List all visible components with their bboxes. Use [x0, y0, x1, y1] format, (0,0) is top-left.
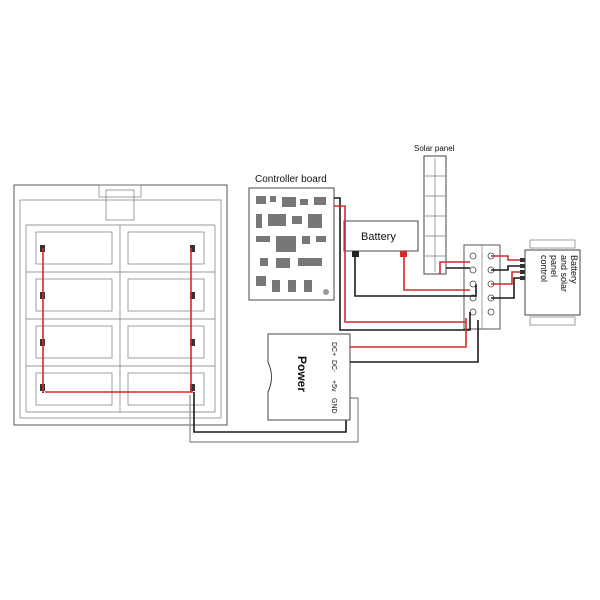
dc-plus-label: DC+	[330, 342, 337, 356]
power-supply: Power DC+ DC- +5v GND	[267, 333, 351, 421]
gnd-label: GND	[330, 398, 337, 414]
dc-minus-label: DC-	[330, 360, 337, 373]
led-display-cabinet	[13, 184, 228, 426]
controller-board-label: Controller board	[255, 174, 327, 185]
power-label: Power	[295, 356, 309, 392]
controller-label-line1: Battery	[569, 255, 579, 284]
plus5v-label: +5v	[330, 380, 337, 392]
controller-board: Controller board	[248, 174, 335, 301]
controller-label-line4: control	[539, 255, 549, 282]
solar-panel-label: Solar panel	[414, 144, 455, 153]
solar-panel: Solar panel	[414, 144, 455, 275]
battery-label: Battery	[361, 231, 396, 243]
system-wires	[334, 197, 520, 363]
battery: Battery	[343, 220, 419, 257]
controller-label-line3: panel	[549, 255, 559, 277]
led-module-power-wires	[42, 248, 359, 443]
controller-label-line2: and solar	[559, 255, 569, 292]
battery-solar-controller: Battery and solar panel control	[520, 239, 581, 326]
